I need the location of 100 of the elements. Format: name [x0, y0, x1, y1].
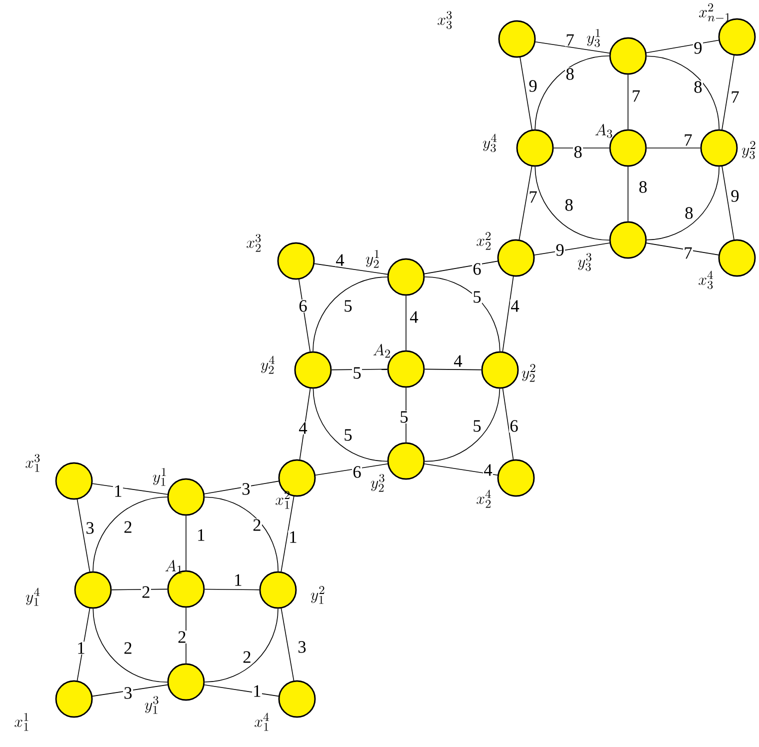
arc-edge — [646, 166, 720, 240]
vertex — [497, 459, 535, 497]
edge-label: 4 — [298, 422, 308, 434]
edge-label: 9 — [555, 244, 565, 256]
edge-label: 1 — [288, 530, 298, 544]
edge-label: 8 — [693, 80, 703, 94]
arc-edge — [312, 276, 388, 352]
edge — [92, 684, 168, 697]
edge — [520, 57, 532, 130]
vertex-label: $y_2^3$ — [370, 474, 384, 492]
edge — [646, 242, 719, 256]
edge-label: 1 — [196, 528, 206, 542]
edge-label: 3 — [241, 482, 251, 496]
arc-edge — [534, 166, 610, 241]
edge — [204, 588, 260, 590]
edge — [204, 684, 279, 697]
vertex-label: $x_1^2$ — [276, 490, 290, 509]
vertex — [259, 571, 297, 609]
arc-edge — [646, 56, 720, 130]
edge-label: 1 — [252, 684, 262, 698]
vertex-label: $x_2^4$ — [476, 490, 491, 508]
vertex — [167, 478, 205, 516]
edge-label: 1 — [233, 574, 243, 586]
vertex — [294, 351, 332, 389]
edge-label: 9 — [730, 190, 740, 202]
edge — [502, 388, 514, 460]
edge-label: 7 — [683, 134, 693, 146]
edge — [424, 260, 498, 274]
arc-edge — [534, 56, 610, 130]
vertex — [498, 20, 536, 58]
edge-label: 9 — [528, 80, 538, 92]
vertex — [718, 239, 756, 277]
vertex-label: $y_3^1$ — [586, 28, 600, 48]
vertex-label: $x_2^2$ — [476, 232, 491, 250]
edge — [92, 483, 168, 495]
edge-label: 6 — [298, 300, 308, 312]
vertex-label: $y_2^2$ — [522, 364, 536, 382]
edge-label: 7 — [730, 90, 740, 104]
edge-label: 2 — [123, 642, 133, 654]
edge-label: 4 — [510, 300, 520, 312]
arc-edge — [424, 276, 500, 352]
edge-label: 1 — [76, 642, 86, 654]
vertex-label: $x_3^4$ — [698, 270, 713, 290]
vertex-label: $y_2^1$ — [366, 250, 379, 268]
edge — [646, 40, 719, 54]
edge — [534, 242, 610, 256]
arc-edge — [204, 496, 278, 572]
vertex-label: $A_3$ — [595, 124, 612, 138]
edge — [280, 496, 294, 572]
edge-label: 7 — [631, 90, 641, 102]
vertex-label: $y_1^2$ — [310, 586, 324, 604]
edge-label: 4 — [483, 464, 493, 476]
edge-label: 2 — [123, 520, 133, 534]
edge — [424, 463, 498, 476]
vertex — [609, 37, 647, 75]
edge-label: 4 — [409, 310, 419, 324]
edge-label: 4 — [335, 254, 345, 266]
edge-label: 7 — [528, 190, 538, 204]
vertex-label: $y_1^4$ — [26, 588, 40, 606]
edge-label: 3 — [297, 640, 307, 654]
edge — [722, 55, 734, 130]
edge-label: 7 — [565, 34, 575, 46]
edge — [518, 166, 532, 240]
edge — [111, 588, 168, 590]
vertex-label: $A_1$ — [165, 560, 182, 574]
vertex-label: $y_3^3$ — [578, 252, 592, 272]
edge — [535, 41, 610, 54]
vertex-label: $x_{n-1}^2$ — [699, 3, 730, 22]
vertex — [167, 663, 205, 701]
edge-label: 8 — [565, 68, 575, 81]
vertex-label: $A_2$ — [373, 344, 390, 358]
vertex-label: $y_3^2$ — [742, 140, 756, 160]
edge-label: 6 — [352, 466, 362, 478]
vertex — [387, 258, 425, 296]
vertex-label: $x_3^3$ — [438, 10, 452, 30]
vertex-label: $x_1^4$ — [254, 712, 269, 731]
edge-label: 2 — [177, 630, 187, 644]
vertex-label: $x_1^1$ — [14, 712, 28, 731]
edge-label: 5 — [399, 410, 409, 424]
edge — [722, 166, 734, 240]
edge-label: 2 — [242, 650, 252, 664]
edge — [280, 608, 294, 681]
vertex — [277, 242, 315, 280]
arc-edge — [92, 608, 168, 682]
edge — [314, 263, 388, 275]
vertex — [55, 680, 93, 718]
edge-label: 6 — [472, 262, 482, 276]
vertex — [55, 462, 93, 500]
vertex — [387, 442, 425, 480]
vertex — [609, 221, 647, 259]
edge-label: 3 — [85, 522, 95, 534]
vertex-label: $x_2^3$ — [246, 234, 261, 252]
vertex — [74, 571, 112, 609]
edge-label: 3 — [123, 686, 133, 700]
edge-label: 4 — [453, 354, 463, 368]
vertex-label: $y_3^4$ — [482, 134, 496, 152]
edge-label: 5 — [343, 428, 353, 442]
arc-edge — [204, 608, 278, 682]
edge-label: 5 — [472, 420, 482, 432]
edge — [424, 368, 482, 370]
